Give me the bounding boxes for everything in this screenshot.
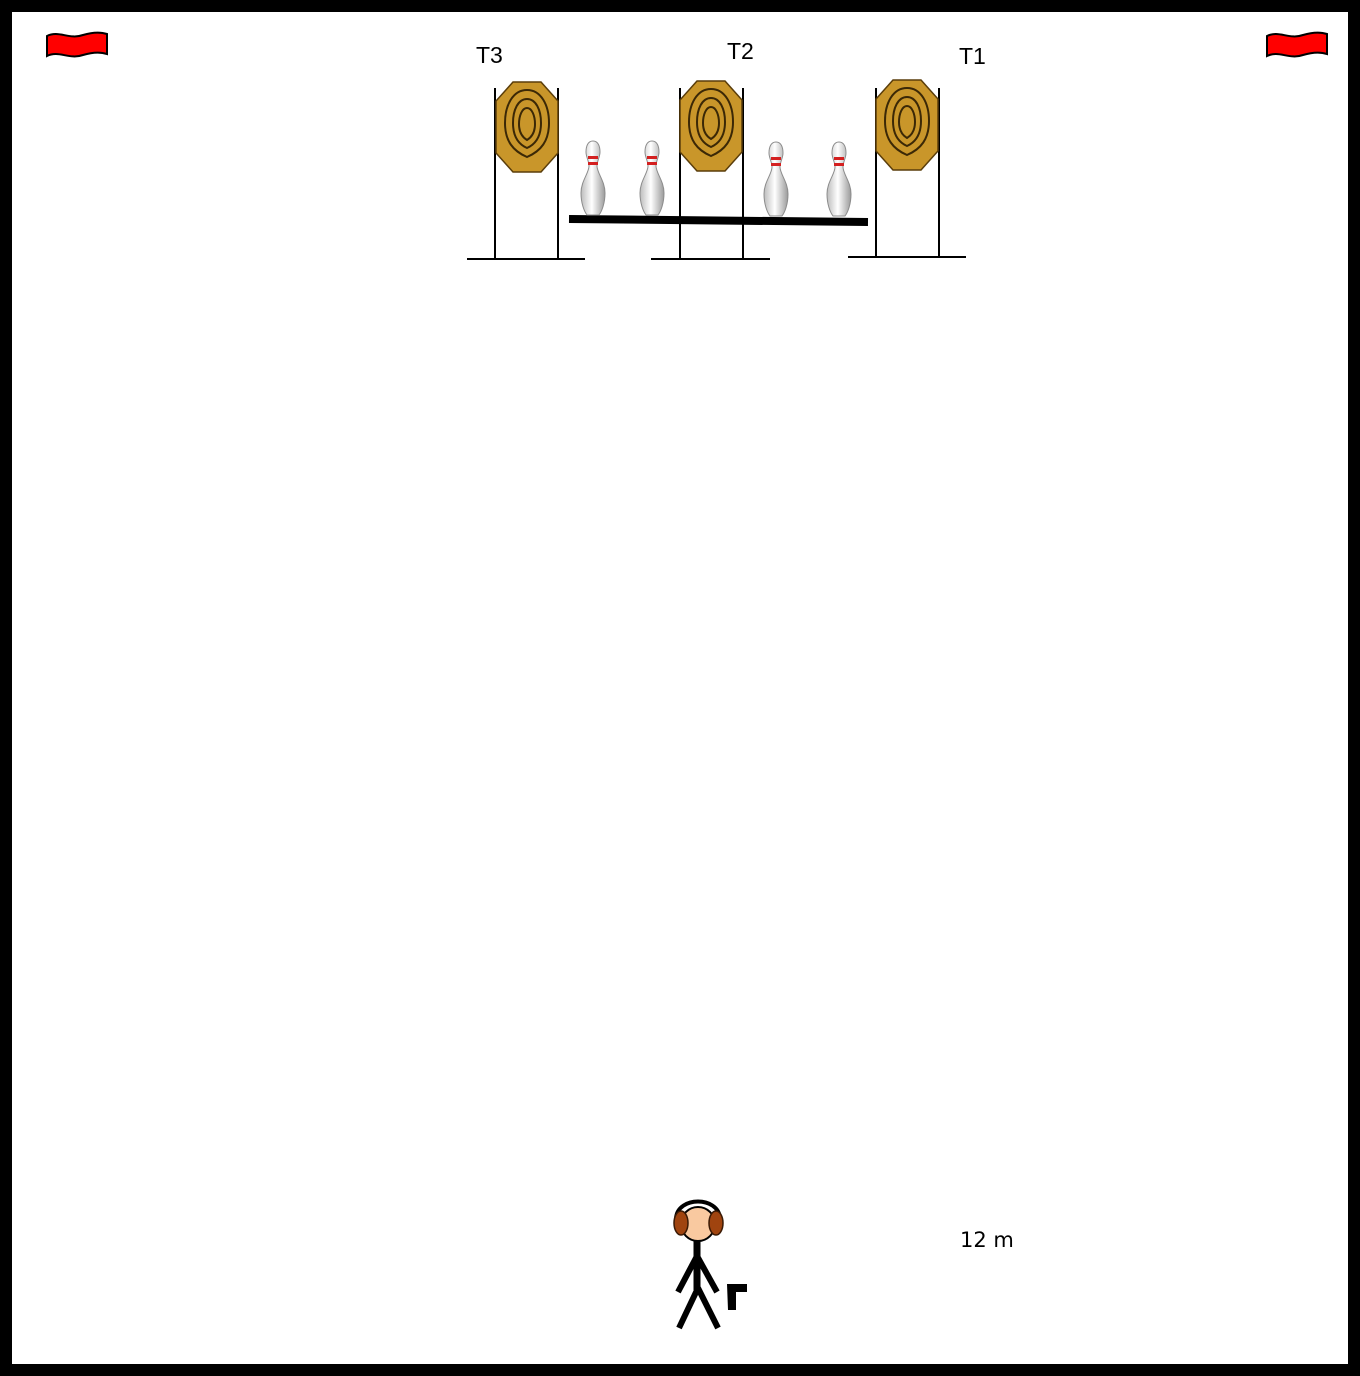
steel-target-t3 xyxy=(467,82,585,259)
bowling-pin-icon-1 xyxy=(581,141,605,215)
flag-icon-left xyxy=(47,33,107,57)
target-label-t2: T2 xyxy=(727,40,754,63)
target-label-t3: T3 xyxy=(476,44,503,67)
steel-target-t2 xyxy=(651,81,770,259)
bowling-pin-icon-3 xyxy=(764,142,788,216)
bowling-pin-icon-4 xyxy=(827,142,851,216)
flag-icon-right xyxy=(1267,33,1327,57)
pistol-icon xyxy=(727,1284,747,1310)
distance-label: 12 m xyxy=(960,1230,1014,1251)
bowling-pin-icon-2 xyxy=(640,141,664,215)
pin-table xyxy=(569,219,868,222)
steel-target-t1 xyxy=(848,80,966,257)
target-label-t1: T1 xyxy=(959,45,986,68)
shooter-icon xyxy=(674,1202,723,1329)
